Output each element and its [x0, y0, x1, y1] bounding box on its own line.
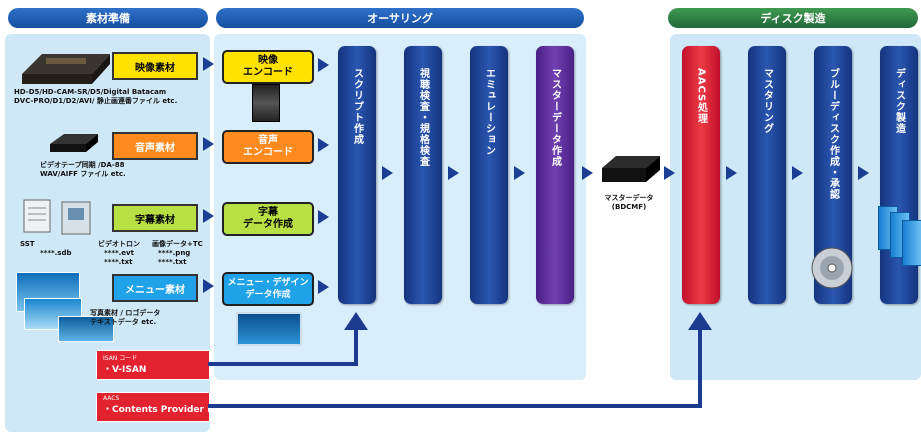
menu-screen-image — [236, 312, 302, 346]
header-materials: 素材準備 — [8, 8, 208, 28]
video-deck-image — [22, 54, 110, 84]
videotron-evt: ****.evt — [104, 249, 134, 257]
video-material-desc: HD-D5/HD-CAM-SR/D5/Digital Batacam DVC-P… — [14, 88, 178, 105]
step-inspection: 視聴検査・規格検査 — [404, 46, 442, 304]
arrow-menu-encode — [318, 280, 329, 294]
arrow-audio — [203, 137, 214, 151]
audio-material-box: 音声素材 — [112, 132, 198, 160]
arrow-step-1 — [382, 166, 393, 180]
aacs-code-box: AACS ・Contents Provider ID — [96, 392, 218, 422]
dolphin-photo-3 — [58, 316, 114, 342]
image-data-label: 画像データ+TC — [152, 240, 203, 248]
arrow-mfg-2 — [792, 166, 803, 180]
disc-case-3 — [902, 220, 921, 266]
isan-code-box: ISAN コード ・V-ISAN — [96, 350, 210, 380]
aacs-connector-v — [698, 328, 702, 408]
audio-device-image — [50, 134, 98, 152]
sst-label: SST — [20, 240, 35, 248]
aacs-arrowhead — [688, 312, 712, 330]
arrow-audio-encode — [318, 138, 329, 152]
disc-image — [811, 247, 853, 289]
subtitle-material-box: 字幕素材 — [112, 204, 198, 232]
video-encode-box: 映像エンコード — [222, 50, 314, 84]
arrow-to-master — [582, 166, 593, 180]
arrow-to-aacs — [664, 166, 675, 180]
arrow-video-encode — [318, 58, 329, 72]
videotron-label: ビデオトロン — [98, 240, 140, 248]
arrow-mfg-1 — [726, 166, 737, 180]
aacs-connector-h — [208, 404, 700, 408]
arrow-step-2 — [448, 166, 459, 180]
audio-encode-box: 音声エンコード — [222, 130, 314, 164]
videotron-txt: ****.txt — [104, 258, 133, 266]
step-master-data-creation: マスターデータ作成 — [536, 46, 574, 304]
arrow-step-3 — [514, 166, 525, 180]
menu-material-box: メニュー素材 — [112, 274, 198, 302]
arrow-video — [203, 57, 214, 71]
arrow-subtitle-encode — [318, 210, 329, 224]
image-data-png: ****.png — [158, 249, 191, 257]
subtitle-data-box: 字幕データ作成 — [222, 202, 314, 236]
header-authoring: オーサリング — [216, 8, 584, 28]
image-data-txt: ****.txt — [158, 258, 187, 266]
document-icons — [23, 199, 91, 235]
isan-arrowhead — [344, 312, 368, 330]
encoder-rack-image — [252, 84, 280, 122]
arrow-menu — [203, 279, 214, 293]
master-data-label: マスターデータ (BDCMF) — [604, 194, 654, 211]
video-material-box: 映像素材 — [112, 52, 198, 80]
arrow-subtitle — [203, 209, 214, 223]
step-emulation: エミュレーション — [470, 46, 508, 304]
step-script-creation: スクリプト作成 — [338, 46, 376, 304]
step-mastering: マスタリング — [748, 46, 786, 304]
arrow-mfg-3 — [858, 166, 869, 180]
menu-material-desc: 写真素材 / ロゴデータ テキストデータ etc. — [90, 309, 161, 326]
audio-material-desc: ビデオテープ同期 /DA-88 WAV/AIFF ファイル etc. — [40, 161, 126, 178]
sst-file: ****.sdb — [40, 249, 72, 257]
isan-connector-h — [208, 362, 356, 366]
header-manufacturing: ディスク製造 — [668, 8, 918, 28]
step-aacs-processing: AACS処理 — [682, 46, 720, 304]
isan-connector-v — [354, 328, 358, 366]
master-drive-image — [602, 156, 660, 182]
menu-design-box: メニュー・デザインデータ作成 — [222, 272, 314, 306]
